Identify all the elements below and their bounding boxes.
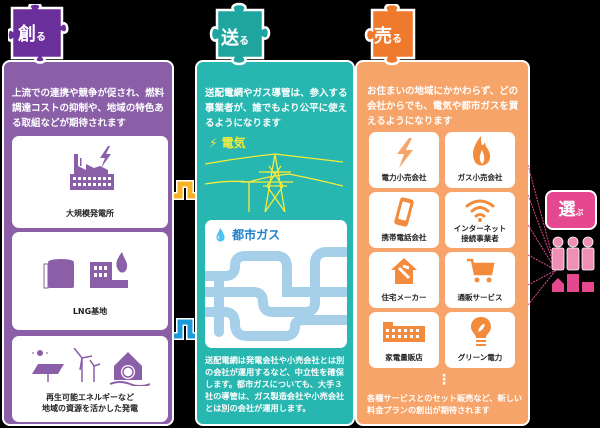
card-online-shopping: 通販サービス bbox=[445, 252, 515, 308]
card-renewable-energy: 再生可能エネルギーなど 地域の資源を活かした発電 bbox=[12, 336, 168, 422]
more-ellipsis: ⋮ bbox=[437, 372, 451, 388]
deliver-note: 送配電網は発電会社や小売会社とは別の会社が運用するなど、中立性を確保します。都市… bbox=[205, 355, 345, 413]
card-mobile-carrier: 携帯電話会社 bbox=[369, 192, 439, 248]
card-label: 再生可能エネルギーなど 地域の資源を活かした発電 bbox=[42, 393, 138, 413]
create-description: 上流での連携や競争が促され、燃料調達コストの抑制や、地域の特色ある取組などが期待… bbox=[12, 88, 165, 129]
eco-bulb-icon bbox=[471, 317, 491, 346]
card-lng-terminal: LNG基地 bbox=[12, 232, 168, 330]
card-label: 大規模発電所 bbox=[66, 209, 114, 218]
card-electric-retailer: 電力小売会社 bbox=[369, 132, 439, 188]
city-gas-card: 💧 都市ガス bbox=[205, 220, 347, 348]
factory-power-plant-icon bbox=[70, 146, 114, 190]
deliver-column: 送配電網やガス導管は、参入する事業者が、誰でもより公平に使えるようになります ⚡… bbox=[195, 60, 355, 426]
deliver-description: 送配電網やガス導管は、参入する事業者が、誰でもより公平に使えるようになります bbox=[205, 88, 348, 129]
power-transmission-tower-icon bbox=[204, 153, 344, 212]
gas-drop-icon: 💧 bbox=[213, 228, 228, 242]
card-gas-retailer: ガス小売会社 bbox=[445, 132, 515, 188]
selection-lines bbox=[528, 164, 557, 306]
connector-blue-left bbox=[172, 318, 200, 340]
puzzle-piece-icon bbox=[8, 4, 69, 64]
store-building-icon bbox=[383, 322, 425, 342]
card-large-power-plant: 大規模発電所 bbox=[12, 136, 168, 228]
choose-bubble: 選ぶ bbox=[545, 190, 597, 230]
puzzle-piece-icon bbox=[364, 4, 416, 66]
lightning-icon: ⚡ bbox=[209, 136, 218, 150]
card-label: LNG基地 bbox=[72, 307, 108, 316]
puzzle-piece-icon bbox=[209, 2, 271, 66]
connector-yellow-left bbox=[172, 180, 200, 200]
renewable-energy-icon bbox=[32, 348, 150, 386]
flame-icon bbox=[473, 136, 491, 166]
shopping-cart-icon bbox=[467, 258, 495, 283]
create-tag: 創る bbox=[8, 4, 74, 66]
city-gas-heading: 💧 都市ガス bbox=[213, 228, 281, 242]
lightning-icon bbox=[397, 138, 413, 168]
mobile-phone-icon bbox=[394, 197, 414, 227]
wifi-icon bbox=[465, 199, 495, 222]
house-hammer-icon bbox=[391, 258, 417, 284]
sell-description: お住まいの地域にかかわらず、どの会社からでも、電気や都市ガスを買えるようになりま… bbox=[367, 86, 519, 127]
create-column: 上流での連携や競争が促され、燃料調達コストの抑制や、地域の特色ある取組などが期待… bbox=[2, 60, 174, 426]
sell-tag: 売る bbox=[360, 4, 426, 66]
card-green-power: グリーン電力 bbox=[445, 312, 515, 368]
sell-column: お住まいの地域にかかわらず、どの会社からでも、電気や都市ガスを買えるようになりま… bbox=[355, 60, 530, 426]
sell-note: 各種サービスとのセット販売など、新しい料金プランの創出が期待されます bbox=[367, 393, 523, 415]
consumers-icon bbox=[551, 236, 595, 292]
deliver-tag: 送る bbox=[205, 2, 275, 68]
card-house-maker: 住宅メーカー bbox=[369, 252, 439, 308]
card-internet-provider: インターネット 接続事業者 bbox=[445, 192, 515, 248]
lng-tank-icon bbox=[43, 252, 128, 289]
gas-pipeline-icon bbox=[205, 247, 347, 341]
card-electronics-store: 家電量販店 bbox=[369, 312, 439, 368]
electricity-heading: ⚡ 電気 bbox=[209, 136, 246, 150]
